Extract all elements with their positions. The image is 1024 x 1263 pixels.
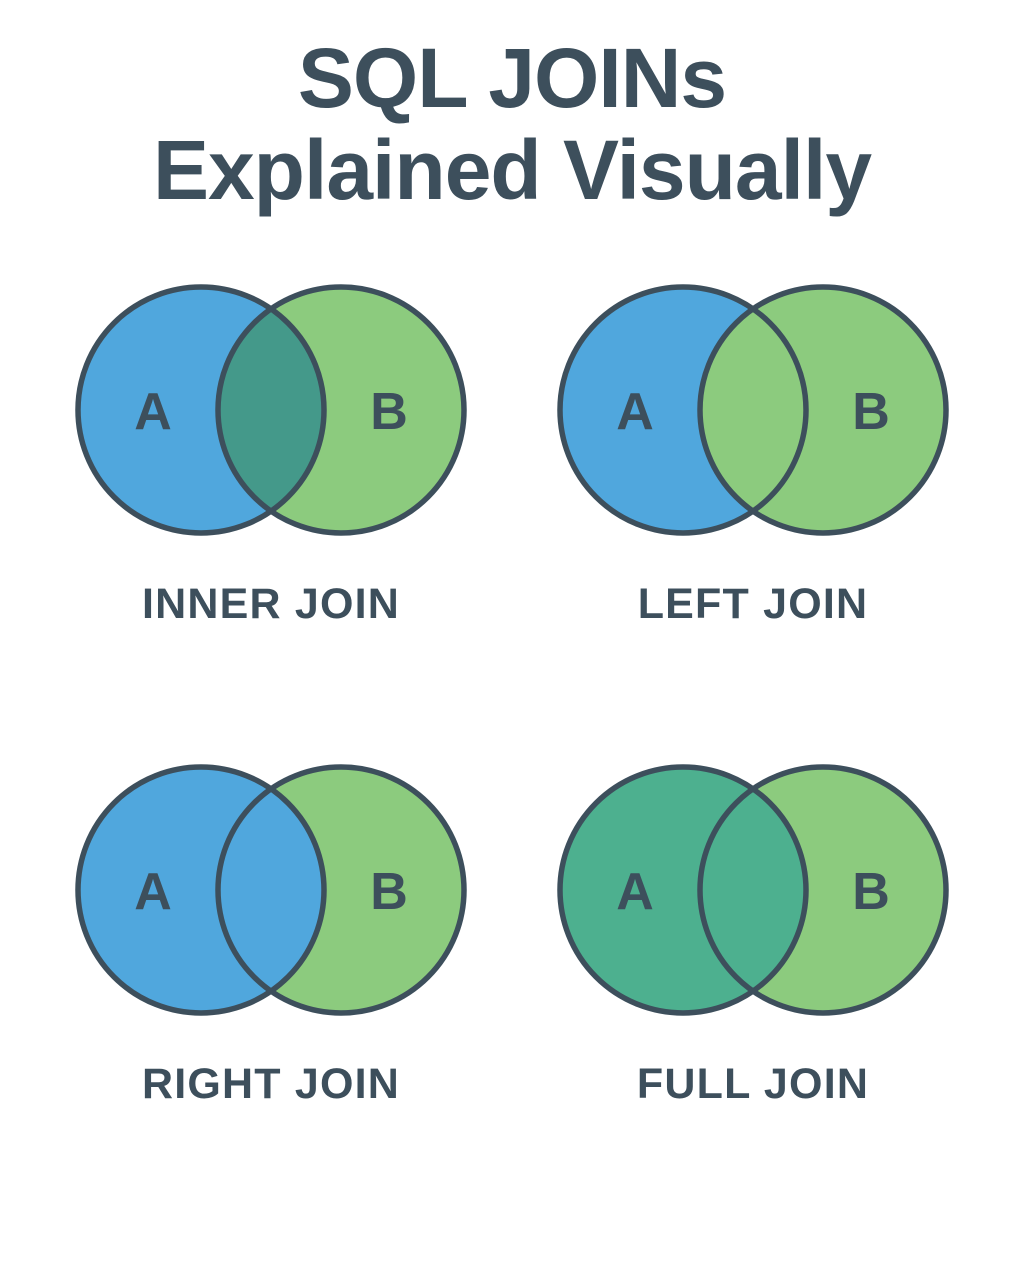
join-label-inner-join: INNER JOIN [141,579,401,628]
venn-outline-b [697,284,949,536]
join-card-left-join[interactable]: A B LEFT JOIN [518,284,988,628]
venn-diagram-inner-join: A B [71,284,471,536]
page-title: SQL JOINs Explained Visually [152,31,872,217]
venn-svg-inner-join: A B [75,284,467,536]
venn-outline-a [75,284,327,536]
venn-outline-b [215,284,467,536]
venn-label-a: A [134,863,172,921]
venn-label-a: A [616,383,654,441]
join-card-full-join[interactable]: A B FULL JOIN [518,764,988,1108]
venn-diagram-left-join: A B [553,284,953,536]
venn-svg-right-join: A B [75,764,467,1016]
join-label-full-join: FULL JOIN [636,1059,870,1108]
venn-label-a: A [134,383,172,441]
join-card-right-join[interactable]: A B RIGHT JOIN [36,764,506,1108]
venn-outline-b [215,764,467,1016]
title-line-2: Explained Visually [152,122,872,217]
venn-diagram-right-join: A B [71,764,471,1016]
venn-intersection [700,766,806,1013]
venn-intersection [218,286,324,533]
venn-svg-left-join: A B [557,284,949,536]
venn-label-a: A [616,863,654,921]
venn-svg-full-join: A B [557,764,949,1016]
venn-label-b: B [370,863,408,921]
join-label-right-join: RIGHT JOIN [141,1059,401,1108]
venn-label-b: B [370,383,408,441]
join-diagram-grid: A B INNER JOIN [36,284,988,1108]
join-card-inner-join[interactable]: A B INNER JOIN [36,284,506,628]
venn-diagram-full-join: A B [553,764,953,1016]
venn-outline-a [557,284,809,536]
venn-label-b: B [852,383,890,441]
venn-outline-b [697,764,949,1016]
title-line-1: SQL JOINs [297,31,727,125]
join-label-left-join: LEFT JOIN [637,579,869,628]
venn-label-b: B [852,863,890,921]
venn-intersection [700,286,806,533]
venn-outline-a [75,764,327,1016]
venn-intersection [218,766,324,1013]
venn-outline-a [557,764,809,1016]
